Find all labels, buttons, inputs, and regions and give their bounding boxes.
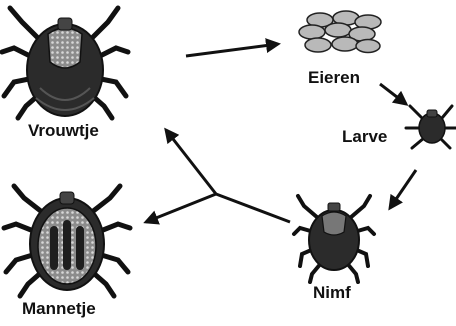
male-tick-illustration xyxy=(4,186,130,296)
label-larva: Larve xyxy=(342,127,387,147)
label-male: Mannetje xyxy=(22,299,96,319)
female-tick-illustration xyxy=(2,8,128,118)
label-female: Vrouwtje xyxy=(28,121,99,141)
arrow-larva-to-nymph xyxy=(390,170,416,208)
label-eggs: Eieren xyxy=(308,68,360,88)
label-nymph: Nimf xyxy=(313,283,351,303)
eggs-illustration xyxy=(299,11,381,53)
arrow-nymph-to-female xyxy=(166,130,216,194)
arrow-nymph-branch-line xyxy=(216,194,290,222)
arrow-nymph-to-male xyxy=(146,194,216,222)
nymph-tick-illustration xyxy=(294,196,374,282)
arrow-eggs-to-larva xyxy=(380,84,406,104)
arrow-female-to-eggs xyxy=(186,44,278,56)
larva-tick-illustration xyxy=(406,106,456,148)
